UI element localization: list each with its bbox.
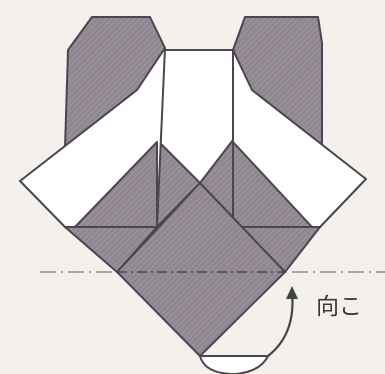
caption-text: 向こ bbox=[316, 294, 362, 320]
chin-flap bbox=[198, 355, 270, 374]
curved-arrow-up-icon bbox=[267, 286, 298, 357]
